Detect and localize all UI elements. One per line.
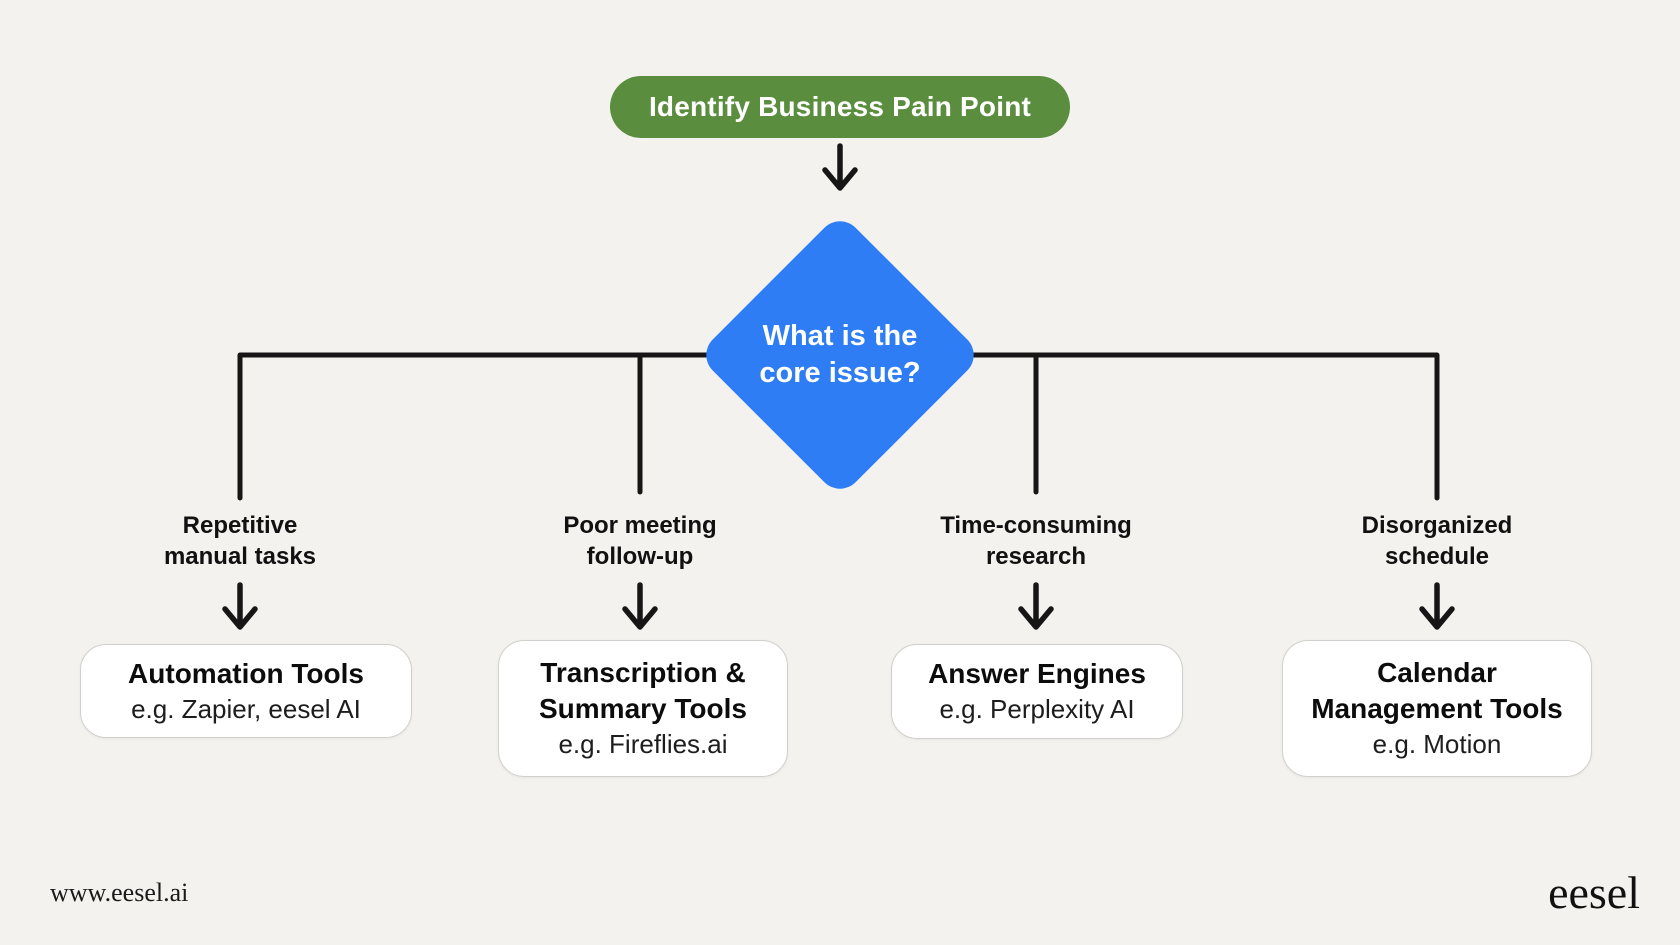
arrow-down-icon <box>1018 582 1054 630</box>
branch-condition-label: Poor meeting follow-up <box>563 512 717 570</box>
tool-card: Transcription & Summary Tools e.g. Firef… <box>498 640 788 777</box>
decision-diamond <box>706 221 974 489</box>
arrow-down-icon <box>822 143 858 191</box>
branch-condition-label: Disorganized schedule <box>1361 512 1513 570</box>
decision-question: What is the core issue? <box>759 320 921 389</box>
tool-title: Calendar Management Tools <box>1311 657 1563 724</box>
tool-title: Answer Engines <box>928 658 1146 689</box>
tool-example: e.g. Zapier, eesel AI <box>131 693 361 724</box>
tool-title: Automation Tools <box>128 657 364 689</box>
tool-card: Automation Tools e.g. Zapier, eesel AI <box>80 644 412 738</box>
tool-example: e.g. Motion <box>1372 729 1502 759</box>
tool-example: e.g. Fireflies.ai <box>558 729 728 759</box>
branch-condition-label: Repetitive manual tasks <box>163 512 317 570</box>
root-node-label: Identify Business Pain Point <box>648 91 1032 122</box>
tool-title: Transcription & Summary Tools <box>539 657 747 724</box>
arrow-down-icon <box>1419 582 1455 630</box>
brand-logo: eesel <box>1548 867 1640 918</box>
tool-card: Answer Engines e.g. Perplexity AI <box>891 644 1183 739</box>
root-node: Identify Business Pain Point <box>610 76 1070 138</box>
branch-condition-label: Time-consuming research <box>940 512 1132 570</box>
arrow-down-icon <box>222 582 258 630</box>
tool-card: Calendar Management Tools e.g. Motion <box>1282 640 1592 777</box>
arrow-down-icon <box>622 582 658 630</box>
tool-example: e.g. Perplexity AI <box>939 694 1135 724</box>
footer-url: www.eesel.ai <box>50 878 189 907</box>
